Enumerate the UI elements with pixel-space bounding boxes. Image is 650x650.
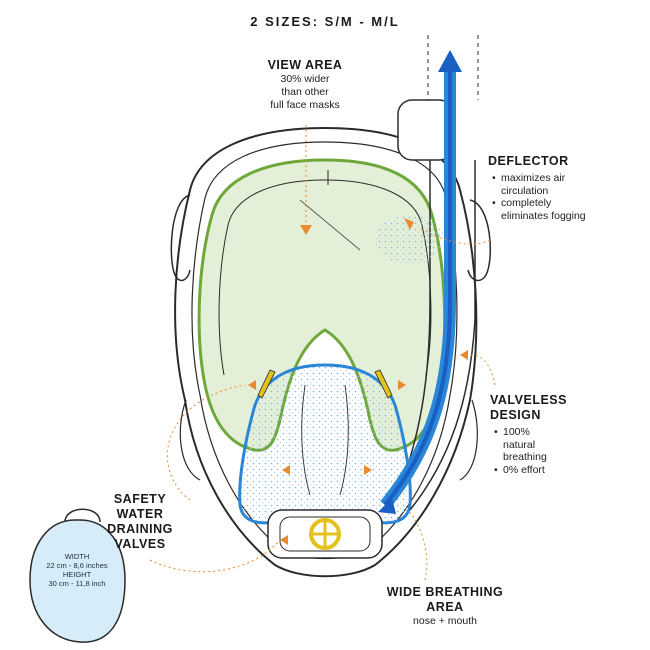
strap-right-lower (459, 399, 478, 481)
safety-heading-2: WATER (116, 507, 164, 521)
deflector-bullet-2: completely eliminates fogging (492, 197, 592, 222)
air-flow-arrow (383, 60, 452, 507)
breathing-sub: nose + mouth (413, 615, 477, 627)
snorkel-tube-2 (409, 160, 476, 511)
drain-chamber-inner (279, 516, 371, 552)
size-badge: WIDTH 22 cm - 8,6 inches HEIGHT 30 cm - … (32, 552, 122, 588)
leader-lines (149, 125, 496, 581)
size-badge-width-label: WIDTH (64, 552, 90, 561)
deflector-spray (375, 215, 445, 265)
size-badge-width-value: 22 cm - 8,6 inches (46, 561, 108, 570)
view-area-line-2: than other (281, 86, 329, 98)
safety-heading-4: VALVES (114, 537, 166, 551)
safety-label: SAFETY WATER DRAINING VALVES (100, 492, 180, 552)
page-title: 2 SIZES: S/M - M/L (250, 14, 400, 29)
orange-arrow-deflector (404, 218, 414, 230)
breathing-label: WIDE BREATHING AREA nose + mouth (370, 585, 520, 628)
deflector-heading: DEFLECTOR (488, 154, 569, 168)
deflector-bullets: maximizes air circulation completely eli… (492, 172, 592, 222)
orange-arrows (248, 218, 468, 545)
air-flow-arrowhead-bottom (378, 498, 396, 514)
orange-arrow-breath-left (282, 465, 290, 475)
valveless-label: VALVELESS DESIGN (490, 393, 590, 423)
deflector-bullet-1: maximizes air circulation (492, 172, 592, 197)
view-area-line-1: 30% wider (280, 73, 330, 85)
valve-right (374, 369, 393, 399)
orange-arrow-breath-right (364, 465, 372, 475)
orange-arrow-valve-left (248, 380, 256, 390)
leader-valveless (469, 354, 496, 386)
valveless-bullets: 100% natural breathing 0% effort (494, 426, 564, 476)
leader-breathing (407, 509, 428, 581)
view-inner-line (218, 179, 326, 376)
safety-heading-3: DRAINING (107, 522, 173, 536)
breathing-heading-1: WIDE BREATHING (386, 585, 504, 599)
valveless-bullet-1: 100% natural breathing (494, 426, 564, 464)
breathing-heading-2: AREA (426, 600, 464, 614)
strap-right (467, 199, 491, 282)
valve-left (257, 369, 276, 399)
leader-deflector (419, 227, 491, 245)
air-flow-arrowhead (438, 50, 462, 72)
size-badge-snorkel (64, 508, 101, 523)
leader-safety-2 (149, 539, 281, 573)
breathing-inner (301, 384, 349, 496)
orange-arrow-valveless (460, 350, 468, 360)
orange-arrow-valve-right (398, 380, 406, 390)
valveless-heading-1: VALVELESS (490, 393, 567, 407)
view-area-heading: VIEW AREA (267, 58, 343, 72)
view-area-label: VIEW AREA 30% wider than other full face… (240, 58, 370, 112)
orange-arrow-drain (280, 535, 288, 545)
strap-left-lower (179, 399, 201, 481)
view-area-line-3: full face masks (270, 99, 340, 111)
deflector-label: DEFLECTOR (488, 154, 608, 169)
glare-line-2 (299, 199, 361, 251)
safety-heading-1: SAFETY (113, 492, 167, 506)
leader-safety (167, 384, 246, 501)
size-badge-height-value: 30 cm - 11,8 inch (48, 579, 106, 588)
size-badge-height-label: HEIGHT (62, 570, 92, 579)
size-badge-shape (29, 519, 126, 643)
orange-arrow-view (300, 225, 312, 235)
valveless-bullet-2: 0% effort (494, 464, 564, 477)
strap-left (170, 194, 191, 282)
valveless-heading-2: DESIGN (490, 408, 541, 422)
